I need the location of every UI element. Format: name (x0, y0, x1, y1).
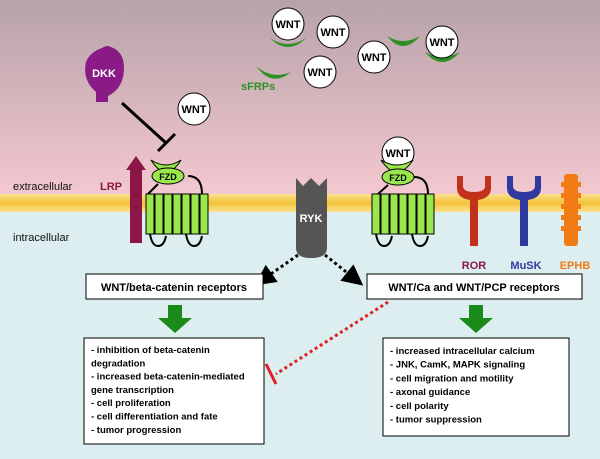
effect-item: - cell polarity (390, 401, 449, 412)
sfrps-label: sFRPs (241, 81, 275, 93)
effect-item: - JNK, CamK, MAPK signaling (390, 360, 525, 371)
wnt-ligand: WNT (381, 136, 415, 170)
effect-item: - increased intracellular calcium (390, 346, 535, 357)
ephb-label: EPHB (560, 260, 591, 272)
canonical-effects-list: - inhibition of beta-catenin degradation… (91, 345, 245, 436)
effect-item: - tumor suppression (390, 415, 482, 426)
svg-text:WNT: WNT (181, 104, 206, 116)
wnt-ligand: WNT (177, 92, 211, 126)
intracellular-label: intracellular (13, 232, 70, 244)
fzd-receptor-right: FZD (371, 159, 435, 248)
ryk-to-noncanonical-arrow (324, 253, 364, 286)
effect-item: - inhibition of beta-catenin (91, 345, 210, 356)
canonical-effect-arrow (158, 305, 192, 333)
ryk-label: RYK (300, 213, 323, 225)
fzd-label: FZD (159, 172, 177, 182)
wnt-ligand: WNT (303, 55, 337, 89)
dkk-inhibition-line (120, 101, 168, 145)
sfrp-crescent (270, 38, 306, 47)
dkk-inhibition-bar (156, 132, 177, 153)
effect-item: - tumor progression (91, 425, 181, 436)
svg-text:WNT: WNT (275, 19, 300, 31)
musk-receptor (507, 176, 541, 246)
noncanonical-effects-list: - increased intracellular calcium - JNK, … (390, 346, 535, 426)
effect-item: - axonal guidance (390, 387, 470, 398)
wnt-ligand: WNT (271, 7, 305, 41)
svg-text:WNT: WNT (307, 67, 332, 79)
noncanonical-inhibits-canonical-bar (264, 363, 278, 385)
canonical-pathway-title: WNT/beta-catenin receptors (101, 282, 247, 294)
ror-receptor (457, 176, 491, 246)
noncanonical-effects-box (382, 337, 570, 437)
lrp-receptor (126, 156, 146, 243)
effect-item: gene transcription (91, 385, 174, 396)
svg-text:WNT: WNT (385, 148, 410, 160)
ephb-receptor (561, 174, 581, 246)
ror-label: ROR (462, 260, 487, 272)
dkk-label: DKK (92, 68, 116, 80)
wnt-ligand: WNT (316, 15, 350, 49)
effect-item: - increased beta-catenin-mediated (91, 372, 245, 383)
extracellular-label: extracellular (13, 181, 73, 193)
sfrp-crescent (256, 66, 291, 79)
fzd-receptor-left: FZD (145, 159, 209, 248)
ryk-receptor (296, 178, 327, 258)
svg-text:WNT: WNT (320, 27, 345, 39)
noncanonical-pathway-title: WNT/Ca and WNT/PCP receptors (388, 282, 560, 294)
dkk-protein (85, 46, 124, 102)
effect-item: - cell proliferation (91, 398, 171, 409)
canonical-effects-box (83, 337, 265, 445)
effect-item: - cell differentiation and fate (91, 412, 218, 423)
svg-text:WNT: WNT (429, 37, 454, 49)
noncanonical-pathway-box (366, 273, 583, 300)
lrp-label: LRP (100, 181, 122, 193)
fzd-label: FZD (389, 173, 407, 183)
musk-label: MuSK (510, 260, 541, 272)
effect-item: - cell migration and motility (390, 373, 514, 384)
effect-item: degradation (91, 358, 146, 369)
noncanonical-effect-arrow (459, 305, 493, 333)
canonical-pathway-box (85, 273, 264, 300)
ryk-to-canonical-arrow (254, 253, 299, 286)
noncanonical-inhibits-canonical-line (275, 300, 389, 376)
svg-text:WNT: WNT (361, 52, 386, 64)
sfrp-crescent (387, 36, 420, 46)
wnt-ligand: WNT (357, 40, 391, 74)
wnt-ligand: WNT (425, 25, 459, 59)
